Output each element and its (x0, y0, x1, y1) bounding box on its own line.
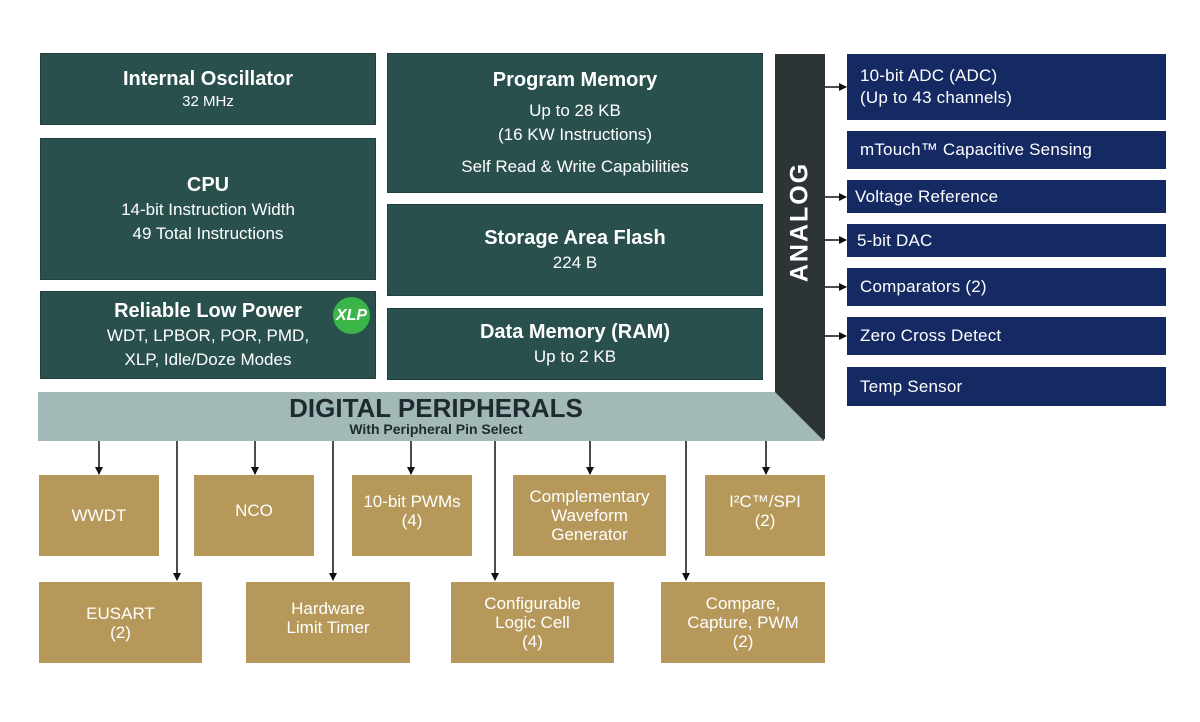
comparators-label: Comparators (2) (860, 277, 987, 296)
data-memory-block: Data Memory (RAM) Up to 2 KB (387, 308, 763, 380)
program-memory-block: Program Memory Up to 28 KB (16 KW Instru… (387, 53, 763, 193)
cwg-line-1: Complementary (529, 487, 650, 506)
cpu-block: CPU 14-bit Instruction Width 49 Total In… (40, 138, 376, 280)
clc-line-1: Configurable (484, 594, 581, 613)
wwdt-label: WWDT (71, 506, 127, 525)
ccp-line-1: Compare, (705, 594, 781, 613)
temp-sensor-label: Temp Sensor (860, 376, 963, 396)
data-memory-title: Data Memory (RAM) (479, 320, 671, 343)
low-power-features-2: XLP, Idle/Doze Modes (124, 349, 292, 369)
eusart-label: EUSART (86, 603, 155, 623)
program-memory-size: Up to 28 KB (529, 100, 621, 120)
digital-peripherals-bar (38, 392, 824, 441)
clc-line-2: Logic Cell (495, 613, 570, 632)
digital-peripherals-subtitle: With Peripheral Pin Select (349, 421, 523, 437)
internal-oscillator-title: Internal Oscillator (122, 67, 294, 90)
analog-item-temp-sensor: Temp Sensor (847, 367, 1166, 406)
cwg-line-3: Generator (551, 525, 628, 544)
digital-peripherals-title: DIGITAL PERIPHERALS (289, 393, 583, 423)
cwg-line-2: Waveform (551, 506, 628, 525)
low-power-title: Reliable Low Power (114, 299, 302, 322)
xlp-badge-icon: XLP (333, 297, 370, 334)
analog-item-dac: 5-bit DAC (847, 224, 1166, 257)
nco-label: NCO (235, 501, 273, 520)
cpu-total-instructions: 49 Total Instructions (132, 223, 284, 243)
peripheral-clc: Configurable Logic Cell (4) (451, 582, 614, 663)
low-power-block: Reliable Low Power WDT, LPBOR, POR, PMD,… (40, 291, 376, 379)
cpu-instruction-width: 14-bit Instruction Width (121, 199, 295, 219)
analog-item-mtouch: mTouch™ Capacitive Sensing (847, 131, 1166, 169)
peripheral-eusart: EUSART (2) (39, 582, 202, 663)
voltage-reference-label: Voltage Reference (855, 186, 999, 206)
i2c-spi-count: (2) (754, 510, 776, 530)
dac-label: 5-bit DAC (857, 230, 933, 250)
peripheral-i2c-spi: I²C™/SPI (2) (705, 475, 825, 556)
program-memory-instructions: (16 KW Instructions) (498, 124, 652, 144)
analog-item-zero-cross-detect: Zero Cross Detect (847, 317, 1166, 355)
internal-oscillator-block: Internal Oscillator 32 MHz (40, 53, 376, 125)
storage-area-flash-size: 224 B (552, 252, 598, 272)
eusart-count: (2) (110, 622, 131, 642)
peripheral-nco: NCO (194, 475, 314, 556)
storage-area-flash-block: Storage Area Flash 224 B (387, 204, 763, 296)
zero-cross-detect-label: Zero Cross Detect (860, 326, 1002, 345)
data-memory-size: Up to 2 KB (533, 346, 617, 366)
ccp-count: (2) (732, 632, 754, 651)
peripheral-pwms: 10-bit PWMs (4) (352, 475, 472, 556)
peripheral-ccp: Compare, Capture, PWM (2) (661, 582, 825, 663)
pwms-count: (4) (401, 510, 423, 530)
ccp-line-2: Capture, PWM (687, 613, 799, 632)
storage-area-flash-title: Storage Area Flash (484, 226, 666, 249)
analog-item-voltage-reference: Voltage Reference (847, 180, 1166, 213)
program-memory-title: Program Memory (492, 68, 658, 91)
peripheral-wwdt: WWDT (39, 475, 159, 556)
peripheral-hardware-limit-timer: Hardware Limit Timer (246, 582, 410, 663)
mtouch-label: mTouch™ Capacitive Sensing (860, 140, 1092, 159)
analog-corner-wedge (775, 392, 824, 441)
analog-bar (775, 54, 825, 439)
pwms-label: 10-bit PWMs (363, 491, 461, 511)
internal-oscillator-frequency: 32 MHz (182, 92, 234, 110)
peripheral-cwg: Complementary Waveform Generator (513, 475, 666, 556)
program-memory-capabilities: Self Read & Write Capabilities (461, 156, 689, 176)
analog-item-comparators: Comparators (2) (847, 268, 1166, 306)
clc-count: (4) (522, 632, 543, 651)
i2c-spi-label: I²C™/SPI (729, 491, 801, 511)
hlt-line-1: Hardware (291, 598, 365, 618)
cpu-title: CPU (186, 173, 230, 196)
low-power-features-1: WDT, LPBOR, POR, PMD, (106, 325, 310, 345)
hlt-line-2: Limit Timer (286, 617, 370, 637)
adc-label: 10-bit ADC (ADC) (860, 66, 998, 85)
adc-channels: (Up to 43 channels) (860, 88, 1013, 107)
analog-item-adc: 10-bit ADC (ADC) (Up to 43 channels) (847, 54, 1166, 120)
